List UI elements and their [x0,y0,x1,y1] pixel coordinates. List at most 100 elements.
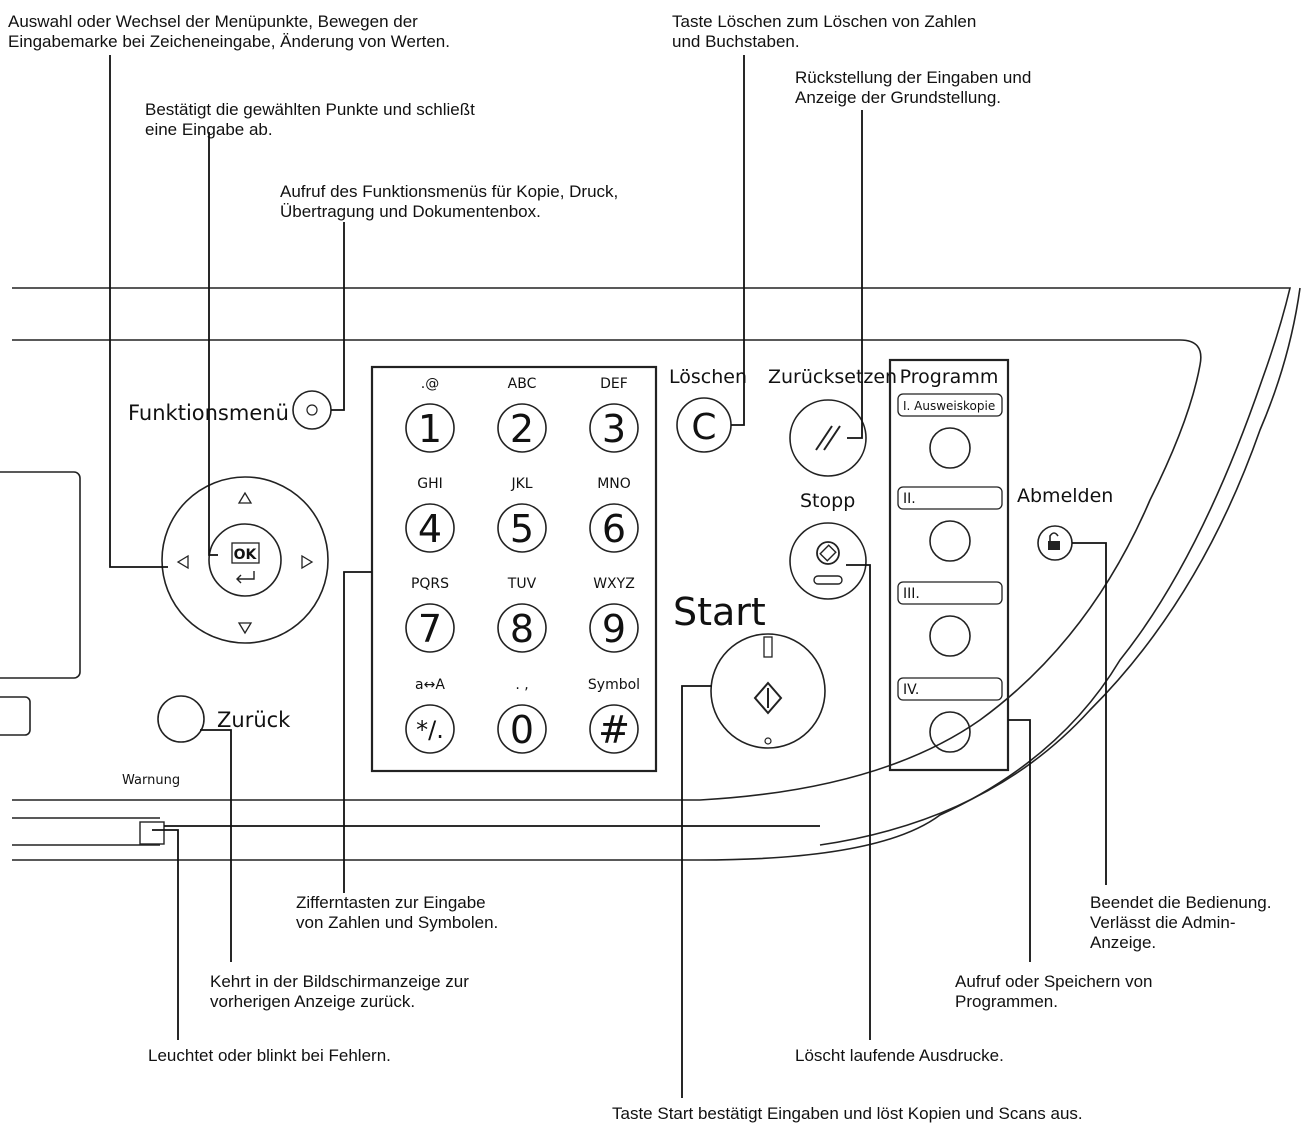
numpad-key-sublabel: PQRS [411,576,449,592]
leader-logout [1072,542,1107,885]
callout-navigation: Auswahl oder Wechsel der Menüpunkte, Bew… [8,12,450,51]
warning-label: Warnung [122,773,180,788]
leader-clear [731,55,745,426]
numpad-key-circle[interactable] [589,403,639,453]
callout-back: Kehrt in der Bildschirmanzeige zur vorhe… [210,972,469,1011]
numpad-key-sublabel: .@ [421,376,439,392]
numpad-key-1[interactable]: .@ 1 [405,376,455,453]
numpad-key-label: 6 [602,507,626,551]
callout-ok: Bestätigt die gewählten Punkte und schli… [145,100,475,139]
stop-icon [816,541,840,565]
lock-icon-shackle [1049,532,1059,541]
program-frame [888,358,1010,772]
numpad-key-circle[interactable] [497,704,547,754]
numpad-key-sublabel: DEF [600,376,628,392]
warning-lamp [139,821,165,845]
program-button[interactable] [929,520,971,562]
numpad-key-sublabel: MNO [597,476,631,492]
callout-function-menu: Aufruf des Funktionsmenüs für Kopie, Dru… [280,182,619,221]
numpad-key-label: */. [416,716,444,744]
ok-label: OK [234,547,258,563]
arrow-down-icon[interactable] [237,622,253,635]
lock-icon [1048,541,1060,550]
reset-icon [815,425,841,451]
numpad-key-circle[interactable] [405,603,455,653]
program-button[interactable] [929,427,971,469]
start-icon [753,681,783,715]
program-button[interactable] [929,711,971,753]
numpad-key-label: 8 [510,607,534,651]
program-label: IV. [903,682,919,698]
stop-label: Stopp [800,490,855,512]
callout-reset: Rückstellung der Eingaben und Anzeige de… [795,68,1032,107]
leader-reset [847,110,863,439]
callout-program: Aufruf oder Speichern von Programmen. [955,972,1153,1011]
numpad-key-circle[interactable] [589,704,639,754]
leader-lines [109,55,1107,1098]
program-slot-1[interactable]: I. Ausweiskopie [897,393,1003,469]
leader-program [1008,719,1031,962]
stop-lamp [813,575,843,585]
enter-icon [236,571,255,584]
callout-warning: Leuchtet oder blinkt bei Fehlern. [148,1046,391,1065]
numpad-key-sublabel: a↔A [415,677,445,693]
program-title: Programm [900,366,999,388]
program-label-box [897,393,1003,417]
numpad-key-label: 4 [418,507,442,551]
numpad-key-sublabel: GHI [417,476,443,492]
side-button[interactable] [0,696,31,736]
numpad-key-4[interactable]: GHI 4 [405,476,455,553]
numpad-key-6[interactable]: MNO 6 [589,476,639,553]
program-label-box [897,677,1003,701]
numpad-key-circle[interactable] [497,403,547,453]
arrow-left-icon[interactable] [176,554,189,570]
callout-numpad: Zifferntasten zur Eingabe von Zahlen und… [296,893,499,932]
function-menu-button[interactable] [292,390,332,430]
numpad-key-*/.[interactable]: a↔A */. [405,677,455,754]
program-slot-3[interactable]: III. [897,581,1003,657]
numpad-frame [370,365,658,773]
back-button[interactable] [157,695,205,743]
program-slot-2[interactable]: II. [897,486,1003,562]
clear-label: Löschen [669,366,747,388]
stop-button[interactable] [789,522,867,600]
numpad-key-0[interactable]: . ,0 [497,677,547,754]
numpad-key-#[interactable]: Symbol# [588,677,640,754]
callout-clear: Taste Löschen zum Löschen von Zahlen und… [672,12,977,51]
reset-button[interactable] [789,399,867,477]
program-slot-4[interactable]: IV. [897,677,1003,753]
numpad-key-circle[interactable] [405,403,455,453]
numpad-key-circle[interactable] [497,503,547,553]
numpad-key-circle[interactable] [497,603,547,653]
leader-ok [208,132,218,556]
numpad-key-sublabel: ABC [508,376,537,392]
numpad-key-circle[interactable] [589,603,639,653]
program-button[interactable] [929,615,971,657]
numpad-key-circle[interactable] [405,704,455,754]
leader-start [681,685,712,1098]
numpad-key-label: 1 [418,407,442,451]
numpad-key-sublabel: JKL [510,476,532,492]
arrow-up-icon[interactable] [237,491,253,504]
leader-numpad [343,571,372,893]
numpad-key-label: 0 [510,708,534,752]
start-label: Start [673,590,766,634]
numpad-key-sublabel: WXYZ [593,576,635,592]
arrow-right-icon[interactable] [301,554,314,570]
navigation-pad[interactable]: OK [161,476,329,644]
start-button[interactable] [710,633,826,749]
numpad-key-circle[interactable] [589,503,639,553]
ok-button[interactable] [208,523,282,597]
numpad-key-circle[interactable] [405,503,455,553]
numpad-key-label: # [598,708,630,752]
